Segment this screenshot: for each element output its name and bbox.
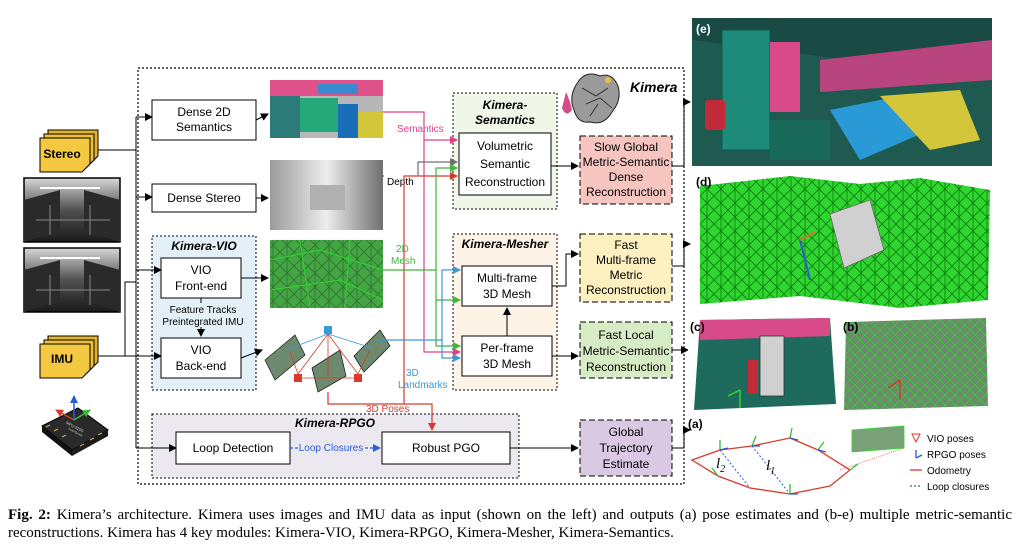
preintegrated-imu-label: Preintegrated IMU <box>162 317 243 328</box>
imu-label: IMU <box>51 352 73 366</box>
fast-multi-line1: Fast <box>614 238 638 252</box>
trajectory-legend: VIO poses RPGO poses Odometry Loop closu… <box>910 433 989 493</box>
multi-frame-line1: Multi-frame <box>477 271 537 285</box>
3d-landmarks-label-line2: Landmarks <box>398 380 447 391</box>
panel-e-label: (e) <box>696 22 711 36</box>
caption-text: Kimera’s architecture. Kimera uses image… <box>8 507 1012 541</box>
2d-mesh-thumbnail <box>269 239 384 309</box>
global-traj-line2: Trajectory <box>600 441 653 455</box>
vio-backend-line1: VIO <box>191 343 212 357</box>
legend-vio-poses: VIO poses <box>927 434 974 445</box>
2d-mesh-label-line1: 2D <box>396 244 409 255</box>
fast-multi-line3: Metric <box>610 268 643 282</box>
per-frame-mesh-box <box>461 335 553 377</box>
panel-b-label: (b) <box>843 320 858 334</box>
imu-chip-icon: MPU-9250 InvenSense <box>41 395 109 456</box>
panel-d-label: (d) <box>696 175 711 189</box>
kimera-rpgo-title: Kimera-RPGO <box>295 416 376 430</box>
semantics-edge <box>383 111 461 356</box>
stereo-right-image <box>23 247 121 313</box>
slow-global-line2: Metric-Semantic <box>583 155 670 169</box>
depth-edge <box>383 158 458 177</box>
stereo-left-image <box>23 177 121 243</box>
l2-label: l2 <box>716 456 725 475</box>
caption-label: Fig. 2: <box>8 507 51 523</box>
dense-stereo-box <box>151 183 257 213</box>
volumetric-line2: Semantic <box>480 157 530 171</box>
loop-detection-label: Loop Detection <box>193 441 274 455</box>
global-traj-line3: Estimate <box>603 457 650 471</box>
l1-label: l1 <box>766 458 775 477</box>
robust-pgo-box <box>381 431 511 465</box>
panel-a-pose-trajectory <box>690 425 905 495</box>
3d-poses-edge-label: 3D Poses <box>366 404 409 415</box>
legend-odometry: Odometry <box>927 466 971 477</box>
kimera-vio-title: Kimera-VIO <box>171 239 237 253</box>
3d-poses-graph-thumbnail <box>264 326 391 393</box>
fast-local-reconstruction-box <box>579 321 673 379</box>
fast-multi-line4: Reconstruction <box>586 283 666 297</box>
3d-poses-edge <box>327 172 458 431</box>
panel-b-per-frame-mesh <box>840 316 990 412</box>
depth-map-thumbnail <box>270 160 383 230</box>
imu-input-tag: IMU <box>39 335 99 379</box>
vio-frontend-line2: Front-end <box>175 279 227 293</box>
panel-e-dense-reconstruction <box>692 18 992 166</box>
svg-text:InvenSense: InvenSense <box>68 427 84 438</box>
fast-local-line3: Reconstruction <box>586 360 666 374</box>
3d-landmarks-edge <box>376 266 461 362</box>
legend-loop-closures: Loop closures <box>927 482 989 493</box>
input-connections <box>98 113 177 452</box>
kimera-semantics-title-line1: Kimera- <box>483 98 528 112</box>
vio-backend-line2: Back-end <box>176 359 227 373</box>
per-frame-line1: Per-frame <box>480 341 534 355</box>
panel-c-label: (c) <box>690 320 705 334</box>
fast-local-line1: Fast Local <box>598 328 653 342</box>
robust-pgo-label: Robust PGO <box>412 441 480 455</box>
depth-edge-label: Depth <box>387 177 414 188</box>
kimera-logo-icon <box>562 73 620 124</box>
3d-landmarks-label-line1: 3D <box>406 368 419 379</box>
slow-global-line1: Slow Global <box>594 140 658 154</box>
stereo-label: Stereo <box>43 147 80 161</box>
vio-frontend-box <box>160 257 242 299</box>
multi-frame-line2: 3D Mesh <box>483 287 531 301</box>
fast-multi-frame-reconstruction-box <box>579 233 673 303</box>
semantics-edge-label: Semantics <box>397 124 444 135</box>
panel-c-local-reconstruction <box>688 316 836 412</box>
kimera-semantics-title-line2: Semantics <box>475 113 535 127</box>
volumetric-reconstruction-box <box>458 132 552 196</box>
2d-mesh-edge <box>383 164 461 350</box>
panel-a-label: (a) <box>688 417 703 431</box>
kimera-mesher-title: Kimera-Mesher <box>462 237 550 251</box>
figure-caption: Fig. 2: Kimera’s architecture. Kimera us… <box>8 506 1012 542</box>
loop-detection-box <box>175 431 291 465</box>
slow-global-line3: Dense <box>609 170 644 184</box>
volumetric-line3: Reconstruction <box>465 175 545 189</box>
panel-d-multi-frame-mesh <box>692 172 992 310</box>
feature-tracks-label: Feature Tracks <box>170 305 237 316</box>
global-traj-line1: Global <box>609 425 644 439</box>
semantic-segmentation-thumbnail <box>270 80 383 138</box>
kimera-system-frame <box>137 67 685 485</box>
vio-frontend-line1: VIO <box>191 263 212 277</box>
dense-2d-semantics-box <box>151 99 257 141</box>
slow-global-line4: Reconstruction <box>586 185 666 199</box>
volumetric-line1: Volumetric <box>477 139 533 153</box>
multi-frame-mesh-box <box>461 265 553 307</box>
2d-mesh-label-line2: Mesh <box>391 256 415 267</box>
loop-closures-label: Loop Closures <box>299 443 363 454</box>
stereo-input-tag: Stereo <box>39 129 99 173</box>
dense-2d-semantics-line1: Dense 2D <box>177 105 231 119</box>
dense-stereo-label: Dense Stereo <box>167 191 241 205</box>
kimera-title: Kimera <box>630 79 678 95</box>
legend-rpgo-poses: RPGO poses <box>927 450 986 461</box>
fast-local-line2: Metric-Semantic <box>583 344 670 358</box>
per-frame-line2: 3D Mesh <box>483 357 531 371</box>
slow-global-reconstruction-box <box>579 135 673 205</box>
fast-multi-line2: Multi-frame <box>596 253 656 267</box>
dense-2d-semantics-line2: Semantics <box>176 120 232 134</box>
